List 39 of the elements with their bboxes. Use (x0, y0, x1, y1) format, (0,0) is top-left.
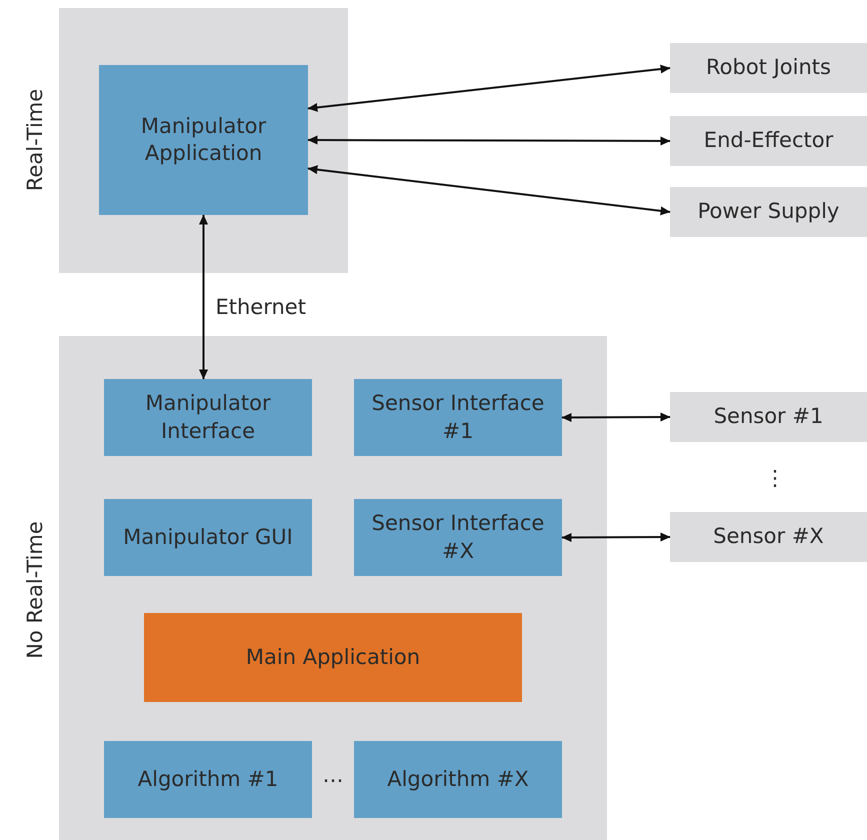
process-box (354, 741, 562, 818)
ellipsis: ⋮ (764, 466, 786, 490)
double-arrow (308, 64, 670, 112)
device-box (670, 43, 867, 93)
box-label: Manipulator Interface (144, 390, 272, 444)
axis-label: Real-Time (23, 88, 48, 192)
box-label: Main Application (246, 644, 420, 671)
process-box (104, 379, 312, 456)
device-box (670, 392, 867, 442)
process-box (354, 379, 562, 456)
process-box (104, 741, 312, 818)
axis-label: No Real-Time (22, 521, 47, 659)
box-label: End-Effector (704, 127, 834, 154)
double-arrow (308, 165, 670, 216)
box-label: Manipulator Application (140, 112, 268, 167)
process-box (354, 499, 562, 576)
box-label: Sensor Interface #X (370, 510, 546, 564)
device-box (670, 116, 867, 166)
device-box (670, 187, 867, 237)
double-arrow (562, 532, 670, 542)
group-panel (59, 336, 607, 840)
process-box (104, 499, 312, 576)
double-arrow (562, 412, 670, 422)
process-box (99, 65, 308, 215)
main-process-box (144, 613, 522, 702)
device-box (670, 512, 867, 562)
box-label: Robot Joints (706, 54, 831, 82)
edge-label: Ethernet (216, 295, 306, 319)
box-label: Sensor #1 (714, 403, 824, 430)
group-panel (59, 8, 348, 273)
box-label: Manipulator GUI (123, 524, 293, 551)
box-label: Algorithm #X (387, 766, 529, 793)
double-arrow (308, 136, 670, 146)
ellipsis: … (322, 763, 344, 787)
box-label: Sensor Interface #1 (370, 390, 546, 444)
box-label: Power Supply (698, 198, 840, 226)
double-arrow (199, 214, 208, 380)
box-label: Sensor #X (713, 523, 824, 550)
box-label: Algorithm #1 (138, 766, 278, 793)
